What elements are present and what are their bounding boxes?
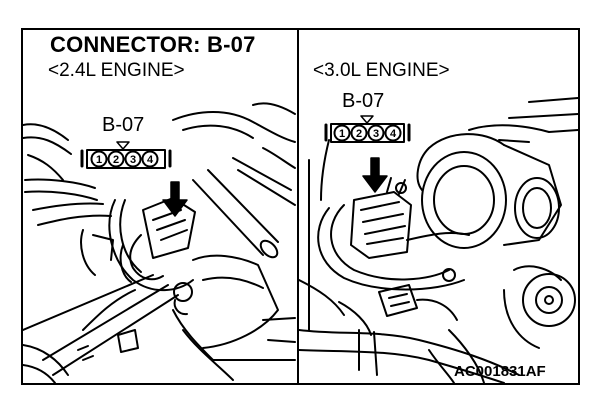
panel-divider [297,28,299,385]
engine-2-4l-illustration: 1 2 3 4 [23,102,296,383]
pin-4 [384,124,402,142]
diagram-frame [21,28,580,385]
pin-1-number: 1 [339,128,345,140]
pin-2 [107,150,125,168]
engine-3-0l-illustration: 1 2 3 4 [299,97,578,383]
pin-2-number: 2 [113,154,119,166]
pin-1-number: 1 [96,154,102,166]
pin-3 [124,150,142,168]
pin-3-number: 3 [373,128,379,140]
pin-1 [90,150,108,168]
pin-4-number: 4 [147,154,154,166]
pin-2 [350,124,368,142]
pin-4 [141,150,159,168]
pin-2-number: 2 [356,128,362,140]
engine-label-3-0l: <3.0L ENGINE> [313,60,450,81]
pin-3 [367,124,385,142]
connector-id-3-0l: B-07 [342,90,385,112]
figure-id: AC001831AF [454,363,546,380]
pin-1 [333,124,351,142]
connector-pins-3-0l [333,124,402,142]
arrow-down-icon [362,157,388,193]
connector-id-2-4l: B-07 [102,114,145,136]
page-title: CONNECTOR: B-07 [50,32,256,57]
arrow-down-icon [162,181,188,217]
engine-label-2-4l: <2.4L ENGINE> [48,60,185,81]
pin-3-number: 3 [130,154,136,166]
connector-pins-2-4l [90,150,159,168]
pin-4-number: 4 [390,128,397,140]
